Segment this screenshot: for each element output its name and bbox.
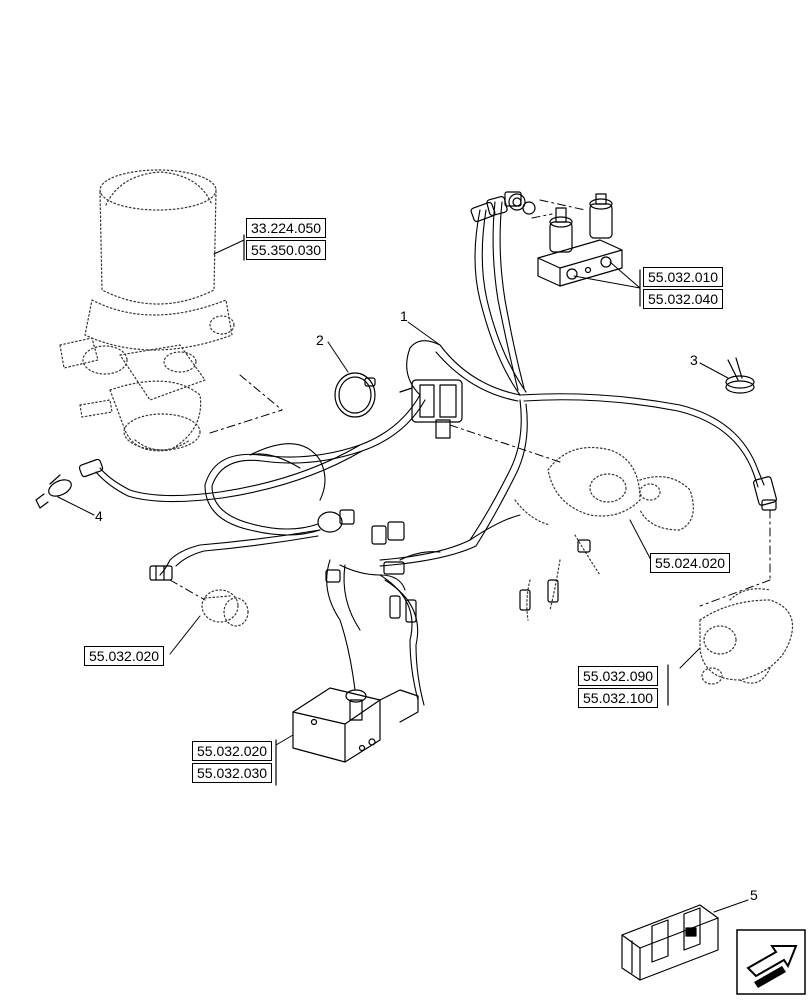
valve-assembly-part xyxy=(514,446,694,621)
ref-air-dryer-2[interactable]: 55.350.030 xyxy=(246,240,327,260)
ref-valve-block-1[interactable]: 55.032.020 xyxy=(192,741,273,761)
parts-crate xyxy=(621,904,719,981)
wiring-harness xyxy=(95,201,765,706)
air-dryer-part xyxy=(59,169,235,452)
solenoid-valve-pair xyxy=(537,193,623,287)
left-plug xyxy=(149,565,173,581)
ref-pressure-switch[interactable]: 55.032.020 xyxy=(84,646,165,666)
main-connector xyxy=(399,379,463,439)
harness-top-connectors xyxy=(470,191,536,223)
ref-brake-valve-2[interactable]: 55.032.100 xyxy=(578,688,659,708)
pressure-switch-part xyxy=(201,589,249,627)
callout-item-2: 2 xyxy=(316,332,324,348)
brake-valve-part xyxy=(699,588,794,685)
callout-item-5: 5 xyxy=(750,887,758,903)
pressure-sensor xyxy=(35,458,104,509)
ref-valve-block-2[interactable]: 55.032.030 xyxy=(192,763,273,783)
ref-valve-assembly[interactable]: 55.024.020 xyxy=(650,553,731,573)
valve-block-part xyxy=(292,687,419,763)
ref-solenoid-valves-1[interactable]: 55.032.010 xyxy=(643,267,724,287)
harness-mid-connectors xyxy=(317,509,417,623)
callout-item-1: 1 xyxy=(400,308,408,324)
cable-clamp xyxy=(334,372,376,418)
navigation-arrow-icon[interactable] xyxy=(736,929,806,995)
hose-clip xyxy=(725,357,755,394)
right-connector xyxy=(753,476,777,511)
callout-item-3: 3 xyxy=(690,352,698,368)
ref-air-dryer-1[interactable]: 33.224.050 xyxy=(246,218,327,238)
ref-solenoid-valves-2[interactable]: 55.032.040 xyxy=(643,289,724,309)
ref-brake-valve-1[interactable]: 55.032.090 xyxy=(578,666,659,686)
valve-assembly-sensors xyxy=(519,539,591,611)
callout-item-4: 4 xyxy=(95,508,103,524)
